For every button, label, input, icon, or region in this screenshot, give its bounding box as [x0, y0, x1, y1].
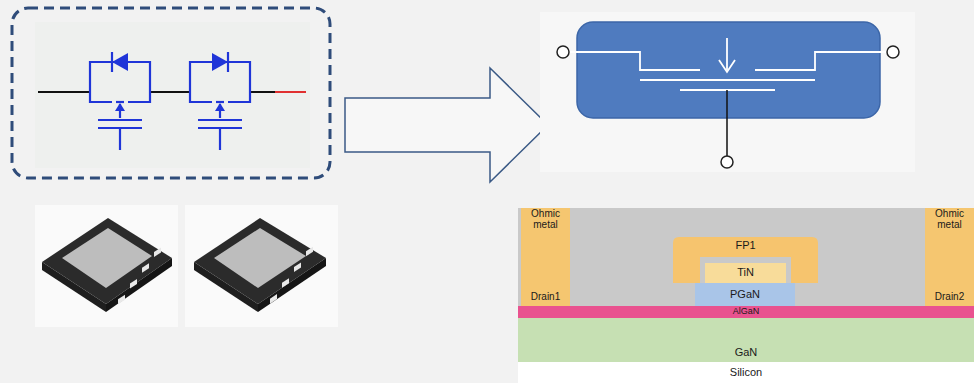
wire [38, 91, 90, 93]
layer-box: Silicon [518, 362, 974, 383]
layer-box: GaN [518, 318, 974, 362]
mosfet-symbol [90, 52, 150, 150]
switch-panel [540, 12, 915, 172]
gate-lead [726, 90, 728, 156]
passivation-layer [518, 208, 974, 306]
block-arrow [345, 68, 548, 182]
dashed-group-outline [12, 8, 330, 178]
layer-box: Ohmic metalDrain1 [521, 208, 570, 306]
layer-label: FP1 [735, 240, 755, 252]
layer-label: AlGaN [733, 307, 760, 316]
terminal [887, 46, 899, 58]
layer-label: Drain2 [935, 292, 964, 303]
switch-box [577, 22, 880, 118]
wire [250, 91, 275, 93]
layer-label: Drain1 [531, 292, 560, 303]
layer-label: GaN [735, 347, 758, 359]
wire [150, 91, 190, 93]
layer-label: PGaN [730, 289, 760, 301]
layer-label: Ohmic metal [926, 209, 973, 230]
wire [275, 91, 306, 93]
mosfet-symbol [190, 52, 250, 150]
bidirectional-switch-symbol [569, 38, 887, 90]
terminal [557, 46, 569, 58]
layer-label: Ohmic metal [522, 209, 569, 230]
package-image [185, 205, 338, 327]
package-image [35, 205, 178, 327]
layer-label: TiN [737, 267, 754, 279]
layer-box: PGaN [695, 283, 795, 306]
terminal [721, 156, 733, 168]
layer-label: Silicon [730, 367, 762, 379]
layer-box: AlGaN [518, 306, 974, 318]
layer-box: TiN [705, 263, 786, 283]
schematic-panel [35, 22, 310, 168]
layer-box: Ohmic metalDrain2 [925, 208, 974, 306]
